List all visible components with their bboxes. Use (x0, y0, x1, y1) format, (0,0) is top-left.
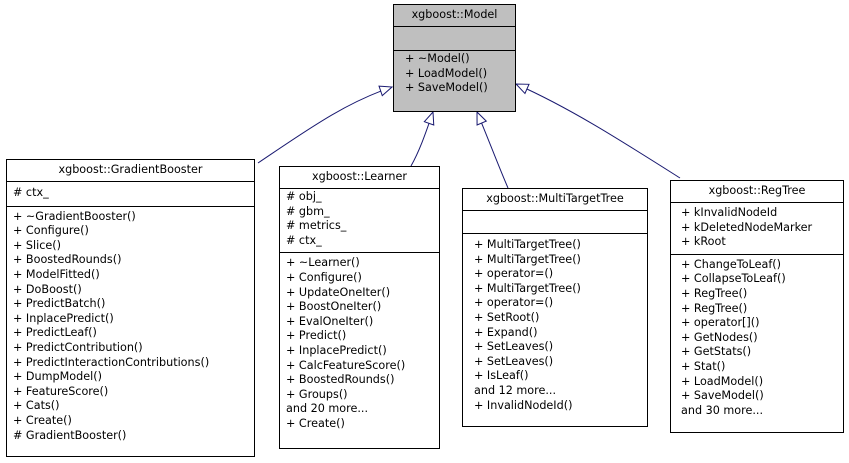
operation: and 12 more... (474, 383, 557, 397)
attribute: + kDeletedNodeMarker (681, 220, 813, 234)
attributes-section (463, 210, 647, 233)
attributes-section: # obj_ # gbm_ # metrics_ # ctx_ (280, 188, 439, 252)
operation: + EvalOneIter() (286, 314, 374, 328)
operation: + SaveModel() (681, 389, 764, 403)
operation: + BoostedRounds() (286, 373, 395, 387)
operation: + GetNodes() (681, 330, 758, 344)
operation: + Groups() (286, 387, 348, 401)
operation: + Stat() (681, 359, 726, 373)
operation: + BoostedRounds() (13, 253, 122, 267)
class-title: xgboost::MultiTargetTree (486, 192, 624, 205)
operation: + SaveModel() (405, 81, 488, 95)
operation: + InplacePredict() (13, 311, 114, 325)
edge-regtree-to-model (516, 84, 681, 179)
operations-section: + ~Model() + LoadModel() + SaveModel() (394, 50, 515, 98)
operation: + ModelFitted() (13, 267, 100, 281)
edge-learner-to-model (410, 112, 433, 167)
operation: + DoBoost() (13, 282, 82, 296)
attributes-section (394, 26, 515, 50)
operations-section: + ~GradientBooster() + Configure() + Sli… (7, 205, 254, 446)
class-regtree: xgboost::RegTree + kInvalidNodeId + kDel… (670, 180, 844, 433)
operations-section: + ChangeToLeaf() + CollapseToLeaf() + Re… (671, 253, 843, 421)
operation: + BoostOneIter() (286, 300, 382, 314)
operation: + SetRoot() (474, 310, 540, 324)
operation: + Configure() (13, 224, 89, 238)
class-title: xgboost::GradientBooster (58, 163, 203, 176)
operation: + PredictBatch() (13, 297, 106, 311)
operation: + Expand() (474, 325, 538, 339)
operation: + Configure() (286, 270, 362, 284)
class-multitargettree: xgboost::MultiTargetTree + MultiTargetTr… (462, 188, 648, 427)
operation: + MultiTargetTree() (474, 281, 581, 295)
operation: + operator=() (474, 296, 554, 310)
operation: + ~Model() (405, 52, 470, 65)
attribute: # ctx_ (286, 233, 322, 247)
attribute: # gbm_ (286, 204, 330, 218)
operations-section: + ~Learner() + Configure() + UpdateOneIt… (280, 252, 439, 433)
operation: + Create() (286, 416, 345, 430)
operation: + operator=() (474, 267, 554, 281)
class-title: xgboost::RegTree (708, 184, 806, 197)
operation: + SetLeaves() (474, 354, 554, 368)
operation: + MultiTargetTree() (474, 252, 581, 266)
operation: + CollapseToLeaf() (681, 272, 786, 286)
operations-section: + MultiTargetTree() + MultiTargetTree() … (463, 233, 647, 415)
attributes-section: + kInvalidNodeId + kDeletedNodeMarker + … (671, 202, 843, 254)
operation: + InvalidNodeId() (474, 398, 573, 412)
operation: + DumpModel() (13, 370, 102, 384)
operation: + Slice() (13, 238, 62, 252)
class-title: xgboost::Model (411, 8, 498, 21)
operation: + FeatureScore() (13, 384, 109, 398)
attributes-section: # ctx_ (7, 181, 254, 206)
operation: + InplacePredict() (286, 343, 387, 357)
operation: + PredictInteractionContributions() (13, 355, 210, 369)
class-learner: xgboost::Learner # obj_ # gbm_ # metrics… (279, 166, 440, 449)
operation: + ~Learner() (286, 256, 360, 270)
operation: + Cats() (13, 399, 60, 413)
operation: + PredictLeaf() (13, 326, 97, 340)
operation: + ChangeToLeaf() (681, 257, 781, 271)
class-model: xgboost::Model + ~Model() + LoadModel() … (393, 4, 516, 112)
operation: and 20 more... (286, 402, 369, 416)
operation: + RegTree() (681, 286, 748, 300)
operation: + IsLeaf() (474, 369, 529, 383)
attribute: # obj_ (286, 190, 322, 203)
attribute: # ctx_ (13, 186, 49, 199)
operation: + UpdateOneIter() (286, 285, 391, 299)
edge-multitargettree-to-model (477, 112, 509, 189)
operation: + ~GradientBooster() (13, 209, 136, 223)
class-title: xgboost::Learner (311, 170, 408, 183)
operation: + PredictContribution() (13, 340, 143, 354)
operation: and 30 more... (681, 403, 764, 417)
operation: + Create() (13, 413, 72, 427)
operation: + GetStats() (681, 345, 752, 359)
operation: + Predict() (286, 329, 347, 343)
operation: + MultiTargetTree() (474, 238, 581, 251)
operation: + CalcFeatureScore() (286, 358, 406, 372)
operation: # GradientBooster() (13, 428, 127, 442)
operation: + SetLeaves() (474, 340, 554, 354)
attribute: + kInvalidNodeId (681, 206, 778, 219)
class-gradientbooster: xgboost::GradientBooster # ctx_ + ~Gradi… (6, 159, 255, 457)
attribute: # metrics_ (286, 219, 347, 233)
operation: + LoadModel() (681, 374, 764, 388)
operation: + RegTree() (681, 301, 748, 315)
edge-gradientbooster-to-model (257, 87, 392, 164)
operation: + LoadModel() (405, 66, 488, 80)
operation: + operator[]() (681, 316, 760, 330)
attribute: + kRoot (681, 235, 726, 249)
